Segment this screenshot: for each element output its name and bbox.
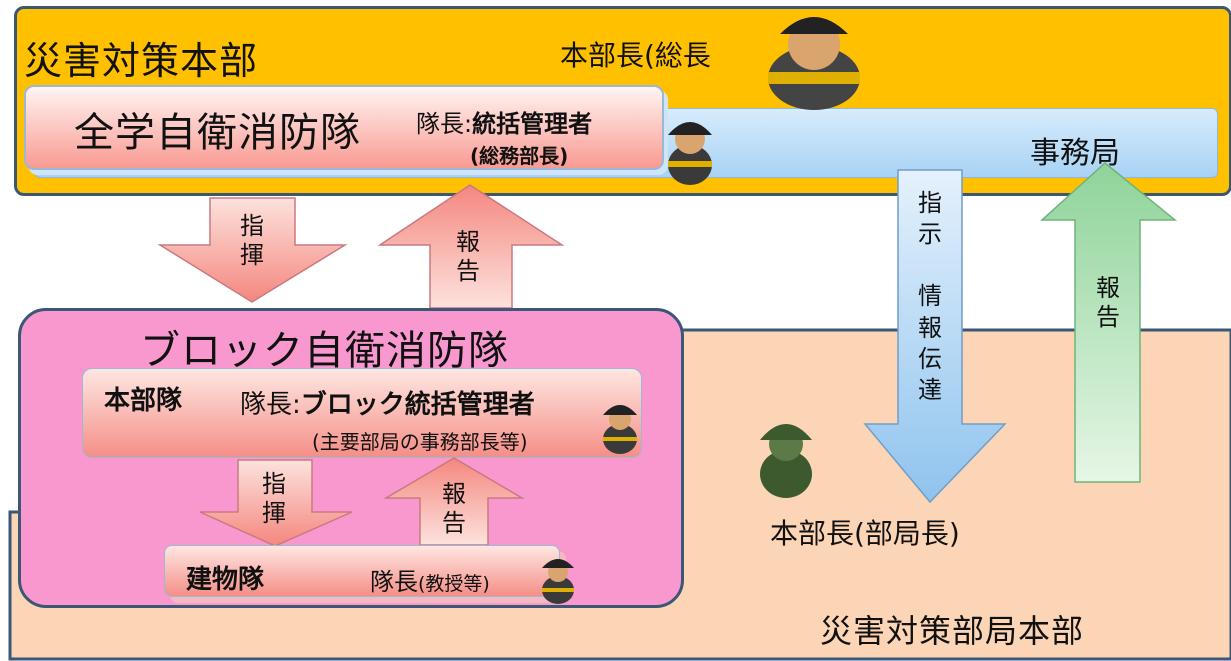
- university-unit-leader: 隊長:統括管理者: [416, 104, 592, 139]
- arrow-char: 報: [918, 313, 942, 342]
- instruction-arrow: [863, 169, 1007, 504]
- leader-role: 統括管理者: [472, 110, 593, 138]
- hq-squad-leader-sub: (主要部局の事務部長等): [312, 430, 528, 454]
- firefighter-icon: [768, 17, 860, 110]
- arrow-char: 報: [456, 228, 480, 256]
- arrow-char: 告: [442, 508, 466, 537]
- arrow-char: 揮: [262, 498, 286, 527]
- arrow-char: 告: [1096, 302, 1120, 331]
- command-arrow-top: [157, 197, 348, 303]
- firefighter-icon: [603, 405, 637, 454]
- firefighter-icon: [668, 122, 712, 185]
- command-arrow-block: [199, 459, 353, 547]
- command-arrow-top-text: 指 揮: [240, 212, 264, 270]
- hq-squad-leader: 隊長:ブロック統括管理者: [240, 384, 535, 421]
- university-unit-box: [24, 85, 664, 170]
- report-arrow-block-text: 報 告: [442, 480, 466, 538]
- building-squad-name: 建物隊: [186, 565, 265, 595]
- report-arrow-right: [1040, 162, 1178, 483]
- report-arrow-block: [383, 457, 525, 546]
- arrow-char: 指: [918, 189, 942, 217]
- firefighter-icon: [542, 559, 574, 604]
- report-arrow-top-text: 報 告: [456, 228, 480, 286]
- leader-prefix: 隊長:: [416, 110, 473, 138]
- leader-role: ブロック統括管理者: [300, 390, 535, 420]
- disaster-hq-title: 災害対策本部: [24, 39, 259, 83]
- arrow-char: 揮: [240, 240, 264, 269]
- instruction-arrow-text: 指 示 情 報 伝 達: [918, 188, 942, 406]
- block-unit-title: ブロック自衛消防隊: [140, 328, 509, 374]
- command-arrow-block-text: 指 揮: [262, 470, 286, 528]
- arrow-char: 報: [1096, 274, 1120, 302]
- hq-chief-label: 本部長(総長: [560, 39, 711, 72]
- building-squad-box: [164, 545, 560, 597]
- hq-squad-box: [82, 368, 642, 458]
- university-unit-title: 全学自衛消防隊: [74, 110, 361, 156]
- department-hq-title: 災害対策部局本部: [820, 612, 1085, 650]
- firefighter-icon: [760, 424, 812, 498]
- arrow-char: 伝: [918, 344, 942, 373]
- hq-squad-name: 本部隊: [104, 386, 183, 416]
- leader-sub: (教授等): [418, 573, 490, 595]
- arrow-char: 告: [456, 256, 480, 285]
- department-chief-label: 本部長(部局長): [770, 517, 960, 550]
- leader-prefix: 隊長:: [240, 390, 301, 420]
- report-arrow-right-text: 報 告: [1096, 274, 1120, 332]
- leader-prefix: 隊長: [370, 568, 418, 596]
- arrow-char: 情: [918, 282, 942, 311]
- building-squad-leader: 隊長(教授等): [370, 562, 490, 597]
- report-arrow-top: [377, 184, 565, 309]
- university-unit-leader-sub: (総務部長): [470, 144, 569, 168]
- arrow-char: 達: [918, 375, 942, 404]
- arrow-char: 示: [918, 220, 942, 249]
- arrow-char: 指: [240, 212, 264, 240]
- arrow-char: 報: [442, 480, 466, 508]
- arrow-char: 指: [262, 470, 286, 498]
